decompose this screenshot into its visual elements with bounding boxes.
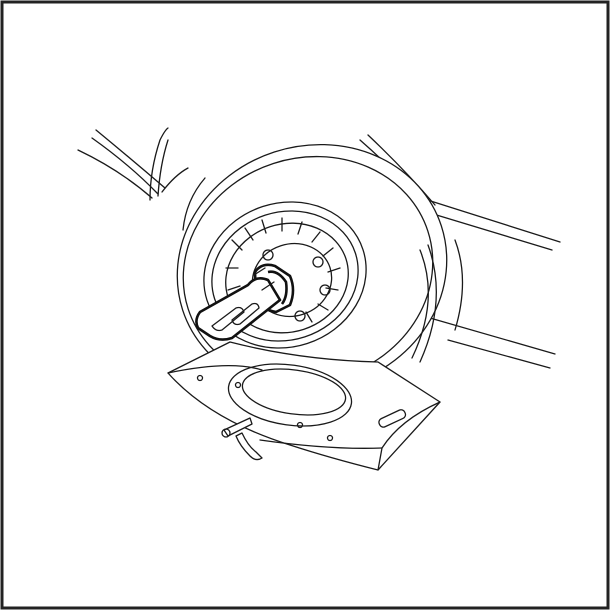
diagnostic-adapter	[195, 263, 295, 341]
wheel-mounting-plate	[167, 341, 441, 471]
